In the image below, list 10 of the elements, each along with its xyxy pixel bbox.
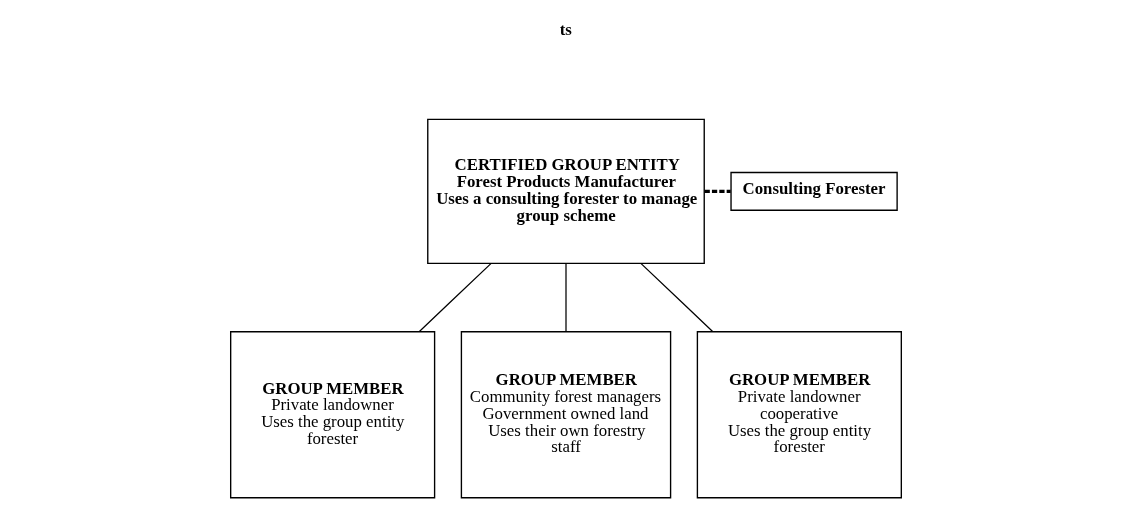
node-box: Consulting Forester bbox=[730, 171, 898, 211]
node-box: CERTIFIED GROUP ENTITY Forest Products Manufacturer Uses a consulting forester to manage group scheme bbox=[427, 118, 705, 264]
node-box: GROUP MEMBER Private landowner cooperative Uses the group entity forester bbox=[696, 330, 902, 498]
connector bbox=[640, 262, 714, 332]
label: ts bbox=[559, 19, 572, 39]
node-box: GROUP MEMBER Community forest managers Government owned land Uses their own forestry staff bbox=[460, 330, 672, 498]
connector bbox=[704, 189, 731, 193]
connector bbox=[565, 262, 567, 332]
connector bbox=[418, 262, 492, 332]
node-box: GROUP MEMBER Private landowner Uses the group entity forester bbox=[230, 330, 436, 498]
